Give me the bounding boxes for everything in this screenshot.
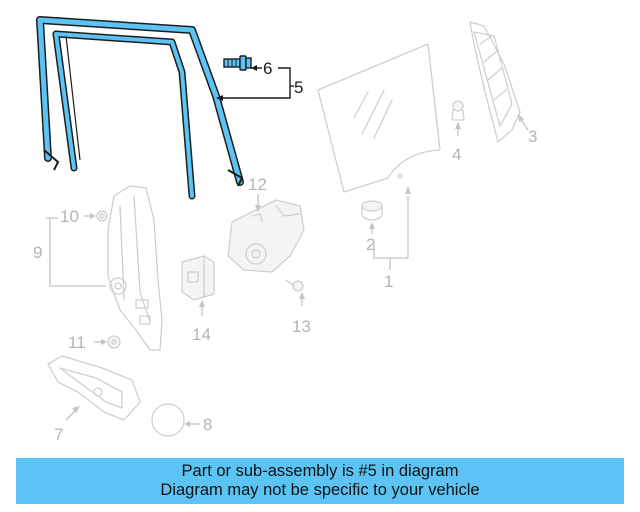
part-8-plug[interactable]: 8	[151, 403, 212, 437]
callout-10: 10	[60, 207, 79, 226]
callout-14: 14	[192, 325, 211, 344]
diagram-info-banner: Part or sub-assembly is #5 in diagram Di…	[16, 458, 624, 504]
exploded-parts-diagram: 6 5 1 2	[33, 16, 537, 444]
banner-line-disclaimer: Diagram may not be specific to your vehi…	[160, 481, 480, 499]
part-1-door-glass[interactable]: 1	[317, 43, 441, 291]
banner-line-part-number: Part or sub-assembly is #5 in diagram	[181, 462, 459, 480]
callout-4: 4	[452, 145, 461, 164]
callout-8: 8	[203, 415, 212, 434]
callout-9: 9	[33, 243, 42, 262]
callout-1: 1	[384, 272, 393, 291]
part-3-quarter-glass[interactable]: 3	[469, 21, 537, 146]
callout-5: 5	[294, 78, 303, 97]
part-4-clip[interactable]: 4	[451, 100, 465, 164]
callout-12: 12	[248, 175, 267, 194]
part-6-screw[interactable]	[223, 55, 252, 71]
callout-7: 7	[54, 425, 63, 444]
part-10-nut[interactable]: 10	[60, 207, 108, 226]
callout-13: 13	[292, 317, 311, 336]
callout-11: 11	[68, 333, 86, 352]
part-7-trim-panel[interactable]: 7	[47, 355, 141, 444]
part-14-connector[interactable]: 14	[181, 255, 215, 344]
part-12-motor[interactable]: 12	[227, 175, 305, 273]
callout-2: 2	[366, 235, 375, 254]
part-2-glass-holder[interactable]: 2	[361, 200, 383, 254]
part-5-window-run-channel[interactable]	[36, 16, 244, 200]
callout-6: 6	[263, 59, 272, 78]
part-11-nut[interactable]: 11	[68, 333, 121, 352]
callout-group-5-6: 6 5	[216, 59, 303, 101]
callout-3: 3	[528, 127, 537, 146]
part-13-bolt[interactable]: 13	[285, 279, 311, 336]
part-9-window-regulator[interactable]: 9	[33, 185, 163, 351]
